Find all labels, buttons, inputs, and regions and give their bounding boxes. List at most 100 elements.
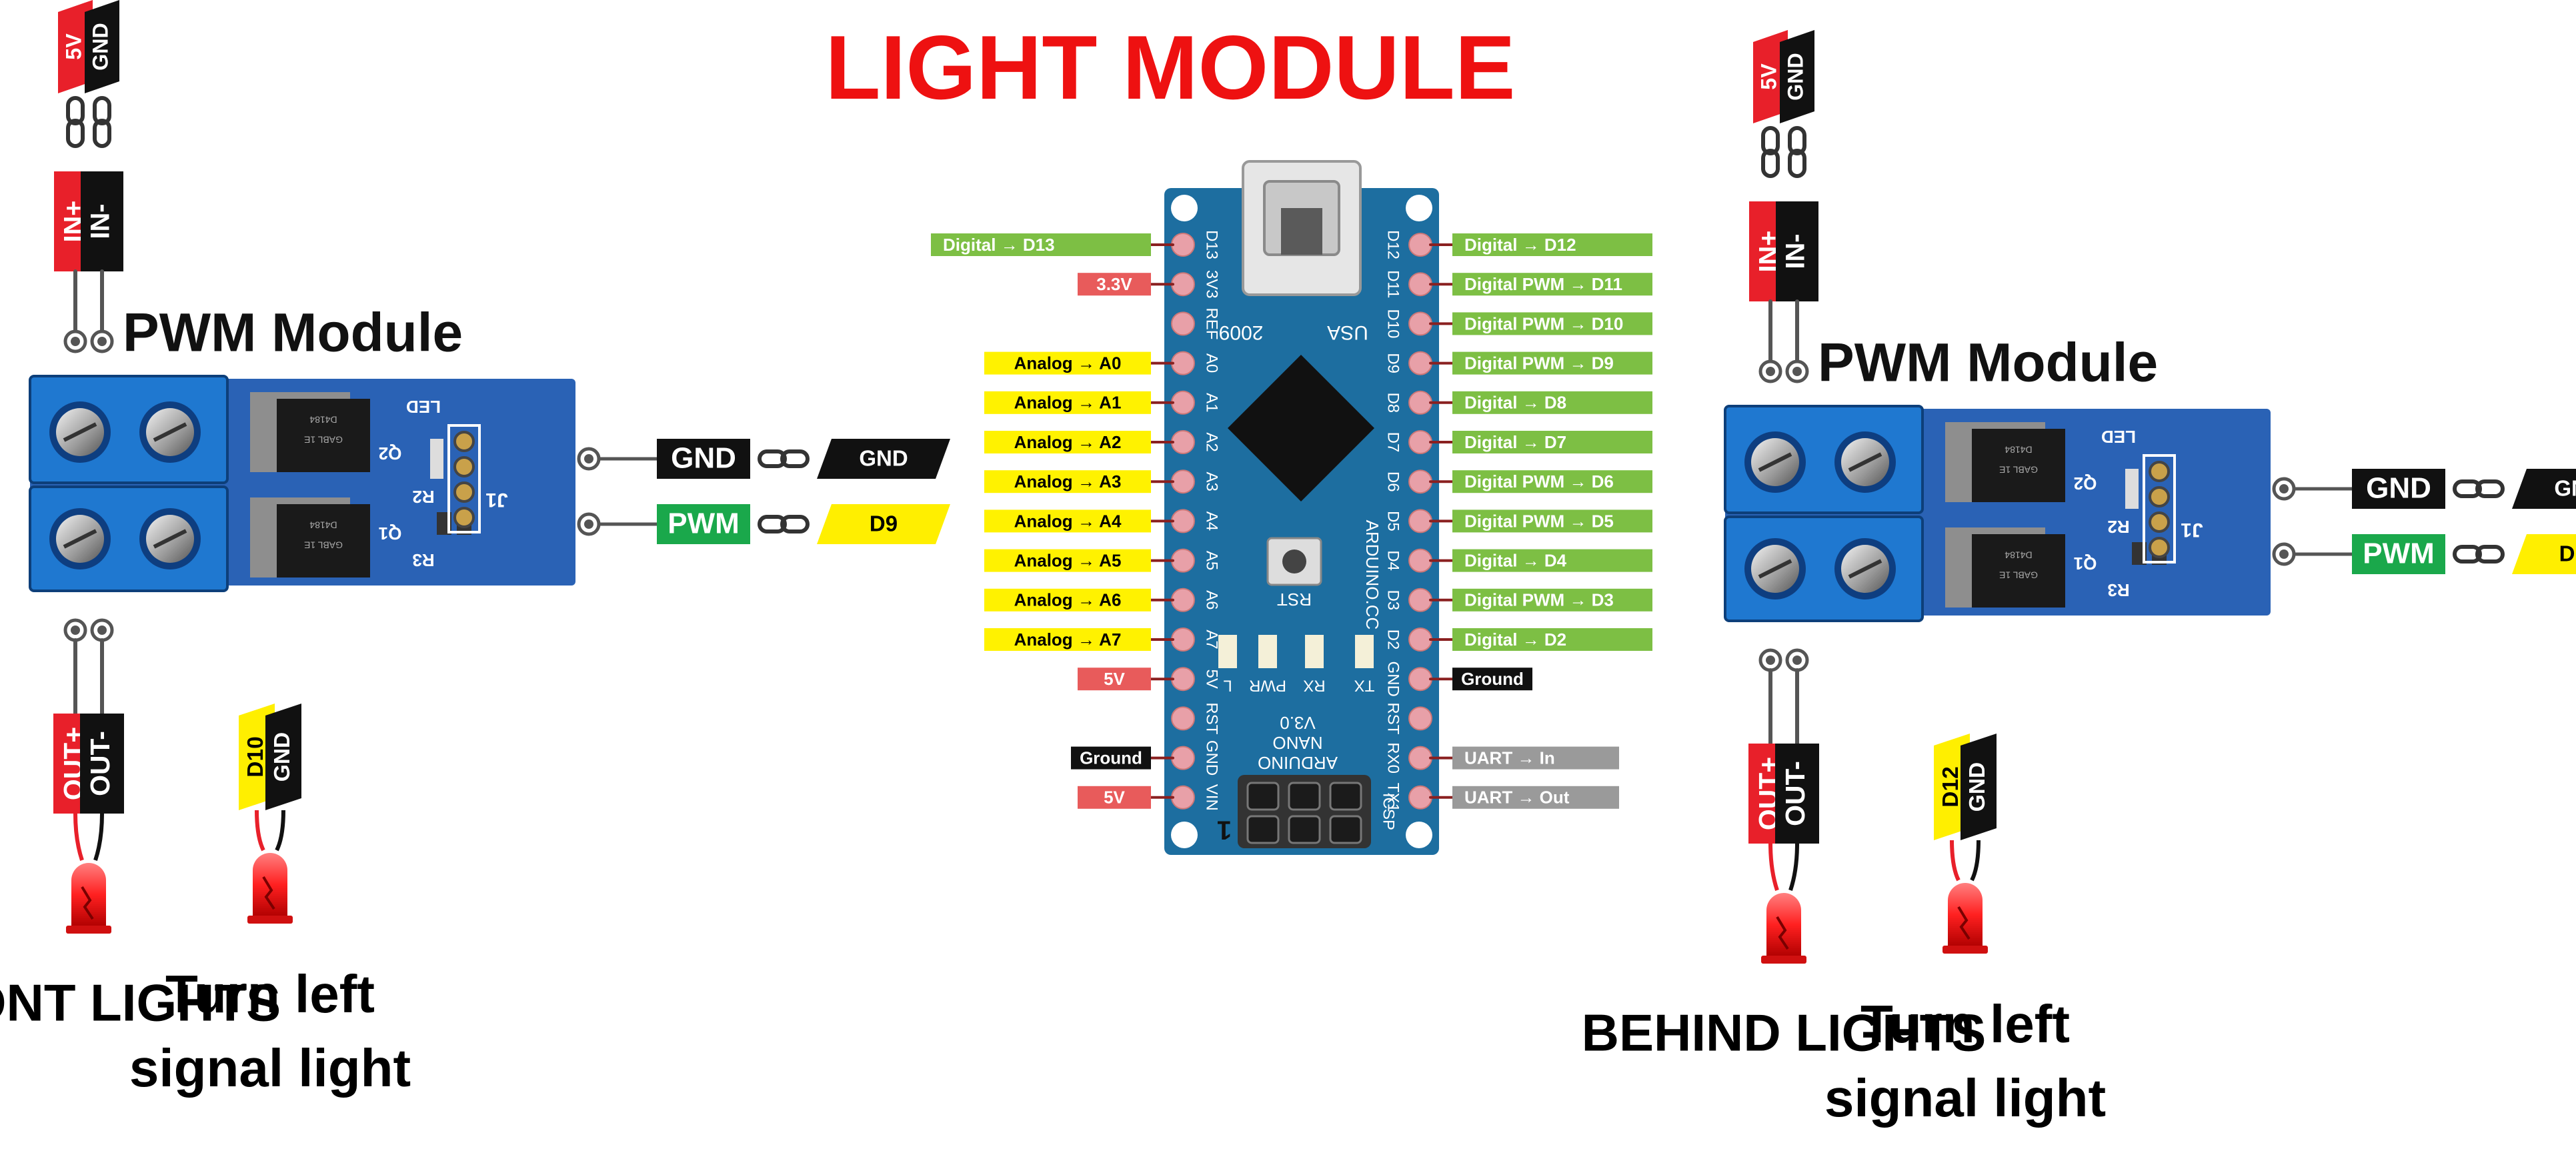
module-pin-label: GND	[671, 442, 736, 475]
module-pin-target-text: D11	[2559, 541, 2576, 566]
pin-label: Analog → A2	[1014, 432, 1122, 452]
mosfet-code: D4184	[309, 519, 337, 530]
header-pad	[1171, 785, 1195, 810]
silk-rx: RX	[1303, 677, 1325, 695]
pin-label: 5V	[1104, 788, 1125, 808]
pin-label: Digital → D4	[1464, 550, 1567, 570]
pin-label-box	[1452, 628, 1652, 651]
smd-led-pwr	[1258, 635, 1277, 668]
light-led-icon	[1761, 893, 1806, 964]
microcontroller-chip	[1228, 355, 1374, 501]
header-pad	[1408, 390, 1432, 415]
module-pin-dot	[2272, 542, 2296, 566]
silk-model: NANO	[1272, 733, 1322, 753]
pin-label-box	[1078, 668, 1151, 691]
mount-hole	[1171, 195, 1198, 221]
signal-gnd-tag-text: GND	[1965, 762, 1990, 812]
pin-label-box	[984, 351, 1151, 375]
header-pad	[1171, 628, 1195, 652]
pin-silk: A2	[1203, 432, 1221, 451]
smd-led	[430, 439, 443, 479]
header-pin	[453, 481, 475, 503]
silk-led: LED	[406, 397, 441, 417]
pin-silk: GND	[1384, 662, 1402, 697]
silk-q2: Q2	[379, 443, 402, 463]
silk-q1: Q1	[2074, 553, 2097, 573]
header-outline	[447, 424, 481, 533]
signal-gnd-tag: GND	[1961, 734, 1997, 840]
header-pad	[1171, 469, 1195, 494]
pin-label: Analog → A4	[1014, 511, 1122, 531]
power-5v-tag: 5V	[58, 0, 93, 93]
out-plus-dot	[1758, 648, 1782, 672]
out-minus-dot	[1785, 648, 1809, 672]
mosfet-code: D4184	[309, 414, 337, 425]
module-title: PWM Module	[1818, 333, 2158, 393]
pin-label-box	[984, 391, 1151, 414]
mosfet-body	[277, 399, 370, 472]
header-pad	[1408, 233, 1432, 257]
module-pin-target: D11	[2512, 534, 2576, 574]
mosfet-batch: GABL 1E	[304, 434, 343, 445]
chain-link-icon	[2453, 545, 2505, 563]
silk-usa: USA	[1327, 321, 1368, 343]
mount-hole	[1171, 822, 1198, 848]
pin-silk: A1	[1203, 393, 1221, 412]
mount-hole	[1406, 195, 1432, 221]
signal-name-line2: signal light	[1824, 1068, 2106, 1128]
pin-label-box	[1452, 431, 1652, 453]
pin-silk: D8	[1384, 392, 1402, 413]
header-pin	[2149, 461, 2170, 482]
pin-label: UART → In	[1464, 748, 1555, 768]
silk-tx: TX	[1354, 677, 1375, 695]
pin-silk: D5	[1384, 511, 1402, 531]
silk-j1: J1	[2181, 519, 2203, 541]
pin-label-box	[1071, 746, 1151, 770]
screw-slot	[153, 422, 187, 442]
pin-silk: RST	[1203, 702, 1221, 734]
module-pin-target: D9	[817, 504, 950, 544]
mosfet-batch: GABL 1E	[1999, 569, 2038, 580]
screw-slot	[1758, 559, 1792, 579]
header-pad	[1408, 469, 1432, 494]
pin-label: 5V	[1104, 669, 1125, 689]
header-pin	[2149, 537, 2170, 558]
pin-silk: D3	[1384, 590, 1402, 610]
silk-year: 2009	[1219, 321, 1264, 343]
header-pad	[1408, 628, 1432, 652]
mosfet-code: D4184	[2005, 444, 2032, 455]
out-minus-dot	[90, 618, 114, 642]
header-pin	[2149, 511, 2170, 533]
silk-l: L	[1223, 677, 1232, 695]
module-title: PWM Module	[123, 303, 463, 363]
mosfet-body	[1972, 534, 2065, 608]
pin-label-box	[1452, 391, 1652, 414]
in-minus-label: IN-	[1776, 201, 1818, 301]
light-led-icon	[66, 863, 111, 934]
nano-pcb	[1164, 188, 1439, 855]
in-minus-dot	[90, 329, 114, 353]
header-pad	[1171, 311, 1195, 336]
pin-label: UART → Out	[1464, 788, 1570, 808]
module-pin-target-text: GND	[859, 446, 908, 471]
silk-led: LED	[2101, 427, 2136, 447]
header-pad	[1408, 746, 1432, 770]
power-gnd-tag: GND	[1780, 30, 1814, 123]
mosfet-batch: GABL 1E	[1999, 464, 2038, 475]
power-5v-tag-text: 5V	[1757, 63, 1781, 90]
icsp-pin	[1246, 815, 1280, 844]
icsp-pin	[1246, 782, 1280, 811]
pin-silk: D4	[1384, 550, 1402, 571]
module-pin-label: GND	[2366, 472, 2431, 505]
header-pad	[1171, 667, 1195, 692]
pin-silk: D10	[1384, 309, 1402, 338]
chain-link-icon	[66, 96, 85, 148]
led-lead-black	[93, 813, 104, 861]
pin-silk: 3V3	[1203, 270, 1221, 299]
mosfet-code: D4184	[2005, 549, 2032, 560]
header-pad	[1171, 390, 1195, 415]
header-pad	[1408, 430, 1432, 454]
header-pad	[1408, 351, 1432, 375]
silk-brand: ARDUINO.CC	[1362, 520, 1382, 630]
out-plus-dot	[63, 618, 87, 642]
